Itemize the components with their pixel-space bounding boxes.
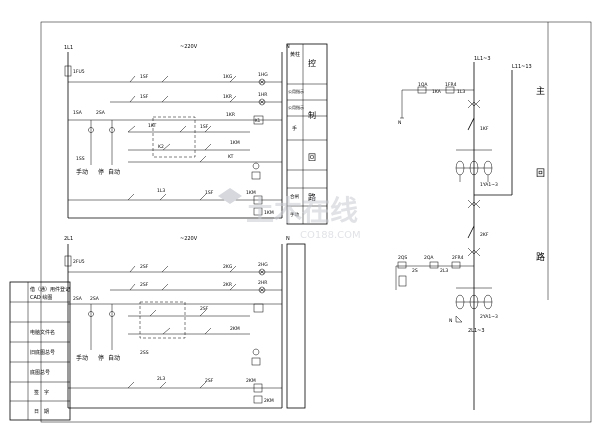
lower-r1-c1: 2SF bbox=[140, 264, 149, 270]
main-circuit: 1L1~3 1QA 1KA 1FR4 1L3 N 1KF 1YA1~3 L11~… bbox=[395, 56, 545, 410]
upper-kt1-label: 1KT bbox=[148, 123, 156, 129]
lower-r2-c1: 2SF bbox=[140, 282, 149, 288]
main-sw1c-label: 1FR4 bbox=[445, 82, 457, 88]
upper-fuse-label: 1FU5 bbox=[73, 69, 85, 75]
upper-r4-c2: 1SF bbox=[205, 190, 214, 196]
upper-k2-label: K2 bbox=[158, 144, 164, 150]
lower-mode-auto: 自动 bbox=[108, 354, 120, 362]
upper-n-label: N bbox=[286, 44, 290, 50]
watermark-url: CO188.COM bbox=[300, 230, 361, 241]
lower-voltage-label: ~220V bbox=[180, 236, 198, 242]
lower-r2-c3: 2HR bbox=[258, 280, 267, 286]
upper-r1-c1: 1SF bbox=[140, 74, 149, 80]
upper-legend-text-1: 控 bbox=[308, 58, 316, 68]
title-block-row-2: CAD 绘图 bbox=[30, 294, 52, 301]
main-sw1-label: 1QA bbox=[418, 82, 428, 88]
main-sw2-label: 2QS bbox=[398, 255, 407, 261]
upper-r4-c3: 1KM bbox=[246, 190, 256, 196]
lower-mode-manual: 手动 bbox=[76, 354, 88, 362]
upper-r1-c3: 1HG bbox=[258, 72, 268, 78]
main-sw1d-label: 1L3 bbox=[457, 89, 465, 95]
upper-legend-text-4: 路 bbox=[308, 192, 316, 202]
lower-n-label: N bbox=[286, 236, 290, 242]
upper-legend-code-3: 公用指示 bbox=[288, 104, 304, 110]
upper-kt2-label: 1KR bbox=[226, 112, 235, 118]
title-block-row-3: 电脑文件名 bbox=[30, 329, 55, 336]
main-n-bottom: N bbox=[449, 318, 452, 324]
main-m1-label: 1YA1~3 bbox=[480, 182, 498, 188]
lower-r4-c1: 2L3 bbox=[157, 376, 165, 382]
upper-mode-manual: 手动 bbox=[76, 168, 88, 176]
upper-r2-c3: 1HR bbox=[258, 92, 267, 98]
lower-mode-stop: 停 bbox=[98, 354, 104, 362]
lower-fuse-label: 2FU5 bbox=[73, 259, 85, 265]
lower-sa2-label: 2SA bbox=[90, 296, 100, 302]
drawing-frame bbox=[40, 21, 592, 423]
upper-r1-c2: 1KG bbox=[223, 74, 233, 80]
lower-r1-c2: 2KG bbox=[223, 264, 233, 270]
title-block-row-6: 签 字 bbox=[34, 389, 49, 396]
lower-sa-label: 2SA bbox=[73, 296, 83, 302]
lower-control-circuit: 2L1 ~220V N 2FU5 2SF 2KG 2HG 2SF 2KR 2HR… bbox=[64, 236, 290, 409]
main-bottom-label: 2L1~3 bbox=[468, 328, 485, 334]
title-block-row-4: 旧底图总号 bbox=[30, 349, 55, 356]
upper-mode-stop: 停 bbox=[98, 168, 104, 176]
upper-legend-head: 黄柱 bbox=[290, 51, 300, 58]
main-m2-label: 2YA1~3 bbox=[480, 314, 498, 320]
title-block-row-5: 底图总号 bbox=[30, 369, 50, 376]
upper-r5-c3: 1KM bbox=[264, 210, 274, 216]
lower-r2-c2: 2KR bbox=[223, 282, 232, 288]
main-kf1-label: 1KF bbox=[480, 126, 489, 132]
upper-legend-text-3: 回 bbox=[308, 153, 316, 162]
main-kf2-label: 2KF bbox=[480, 232, 489, 238]
main-side-text-3: 路 bbox=[536, 251, 545, 263]
upper-r3-c1: 1SF bbox=[200, 124, 209, 130]
lower-r3-c2: 2KM bbox=[230, 326, 240, 332]
lower-legend-table bbox=[286, 243, 306, 409]
lower-r4-c3: 2KM bbox=[246, 378, 256, 384]
main-sw2c-label: 2QA bbox=[424, 255, 434, 261]
upper-kt-label: KT bbox=[228, 154, 234, 160]
main-side-text-2: 回 bbox=[536, 168, 545, 179]
title-block: 借（通）用件登记 CAD 绘图 电脑文件名 旧底图总号 底图总号 签 字 日 期 bbox=[9, 281, 71, 421]
upper-r4-c1: 1L3 bbox=[157, 188, 165, 194]
lower-l1-label: 2L1 bbox=[64, 236, 73, 242]
upper-sa-label: 1SA bbox=[73, 110, 83, 116]
upper-sa2-label: 2SA bbox=[96, 110, 106, 116]
main-sw1b-label: 1KA bbox=[432, 89, 442, 95]
main-side-text-1: 主 bbox=[536, 85, 545, 97]
upper-voltage-label: ~220V bbox=[180, 44, 198, 50]
main-sw2e-label: 2FR4 bbox=[452, 255, 464, 261]
upper-l1-label: 1L1 bbox=[64, 45, 73, 51]
upper-r2-c1: 1SF bbox=[140, 94, 149, 100]
lower-r1-c3: 2HG bbox=[258, 262, 268, 268]
watermark-logo-icon bbox=[218, 188, 242, 204]
title-block-row-1: 借（通）用件登记 bbox=[30, 286, 70, 293]
watermark-brand: 土木在线 bbox=[246, 194, 358, 227]
main-bus-label: L11~13 bbox=[512, 64, 532, 70]
main-sw2d-label: 2L3 bbox=[440, 268, 448, 274]
upper-sb-label: 1SS bbox=[76, 156, 85, 162]
lower-r3-c1: 2SF bbox=[200, 306, 209, 312]
upper-legend-code-4: 手 bbox=[292, 125, 297, 132]
upper-legend-code-2: 公用指示 bbox=[288, 88, 304, 94]
main-sw2b-label: 2S bbox=[412, 268, 418, 274]
upper-control-circuit: 1L1 ~220V N 1FU5 1SF 1KG 1HG 1SF 1KR 1HR… bbox=[64, 44, 290, 219]
upper-r2-c2: 1KR bbox=[223, 94, 232, 100]
lower-r5-c3: 2KM bbox=[264, 398, 274, 404]
watermark: 土木在线 CO188.COM bbox=[218, 188, 361, 241]
main-top-label: 1L1~3 bbox=[474, 56, 491, 62]
upper-mode-auto: 自动 bbox=[108, 168, 120, 176]
upper-k1-label: K1 bbox=[255, 118, 261, 123]
upper-legend-text-2: 制 bbox=[308, 110, 316, 120]
upper-legend-table: 黄柱 公用指示 公用指示 手 合闸 手动 控 制 回 路 bbox=[286, 43, 328, 225]
upper-legend-code-6: 合闸 bbox=[290, 193, 299, 200]
main-n-top: N bbox=[398, 120, 401, 126]
upper-legend-code-7: 手动 bbox=[290, 211, 299, 218]
title-block-row-7: 日 期 bbox=[34, 409, 49, 415]
lower-r4-c2: 2SF bbox=[205, 378, 214, 384]
upper-r3-c2: 1KM bbox=[230, 140, 240, 146]
lower-sb-label: 2SS bbox=[140, 350, 149, 356]
